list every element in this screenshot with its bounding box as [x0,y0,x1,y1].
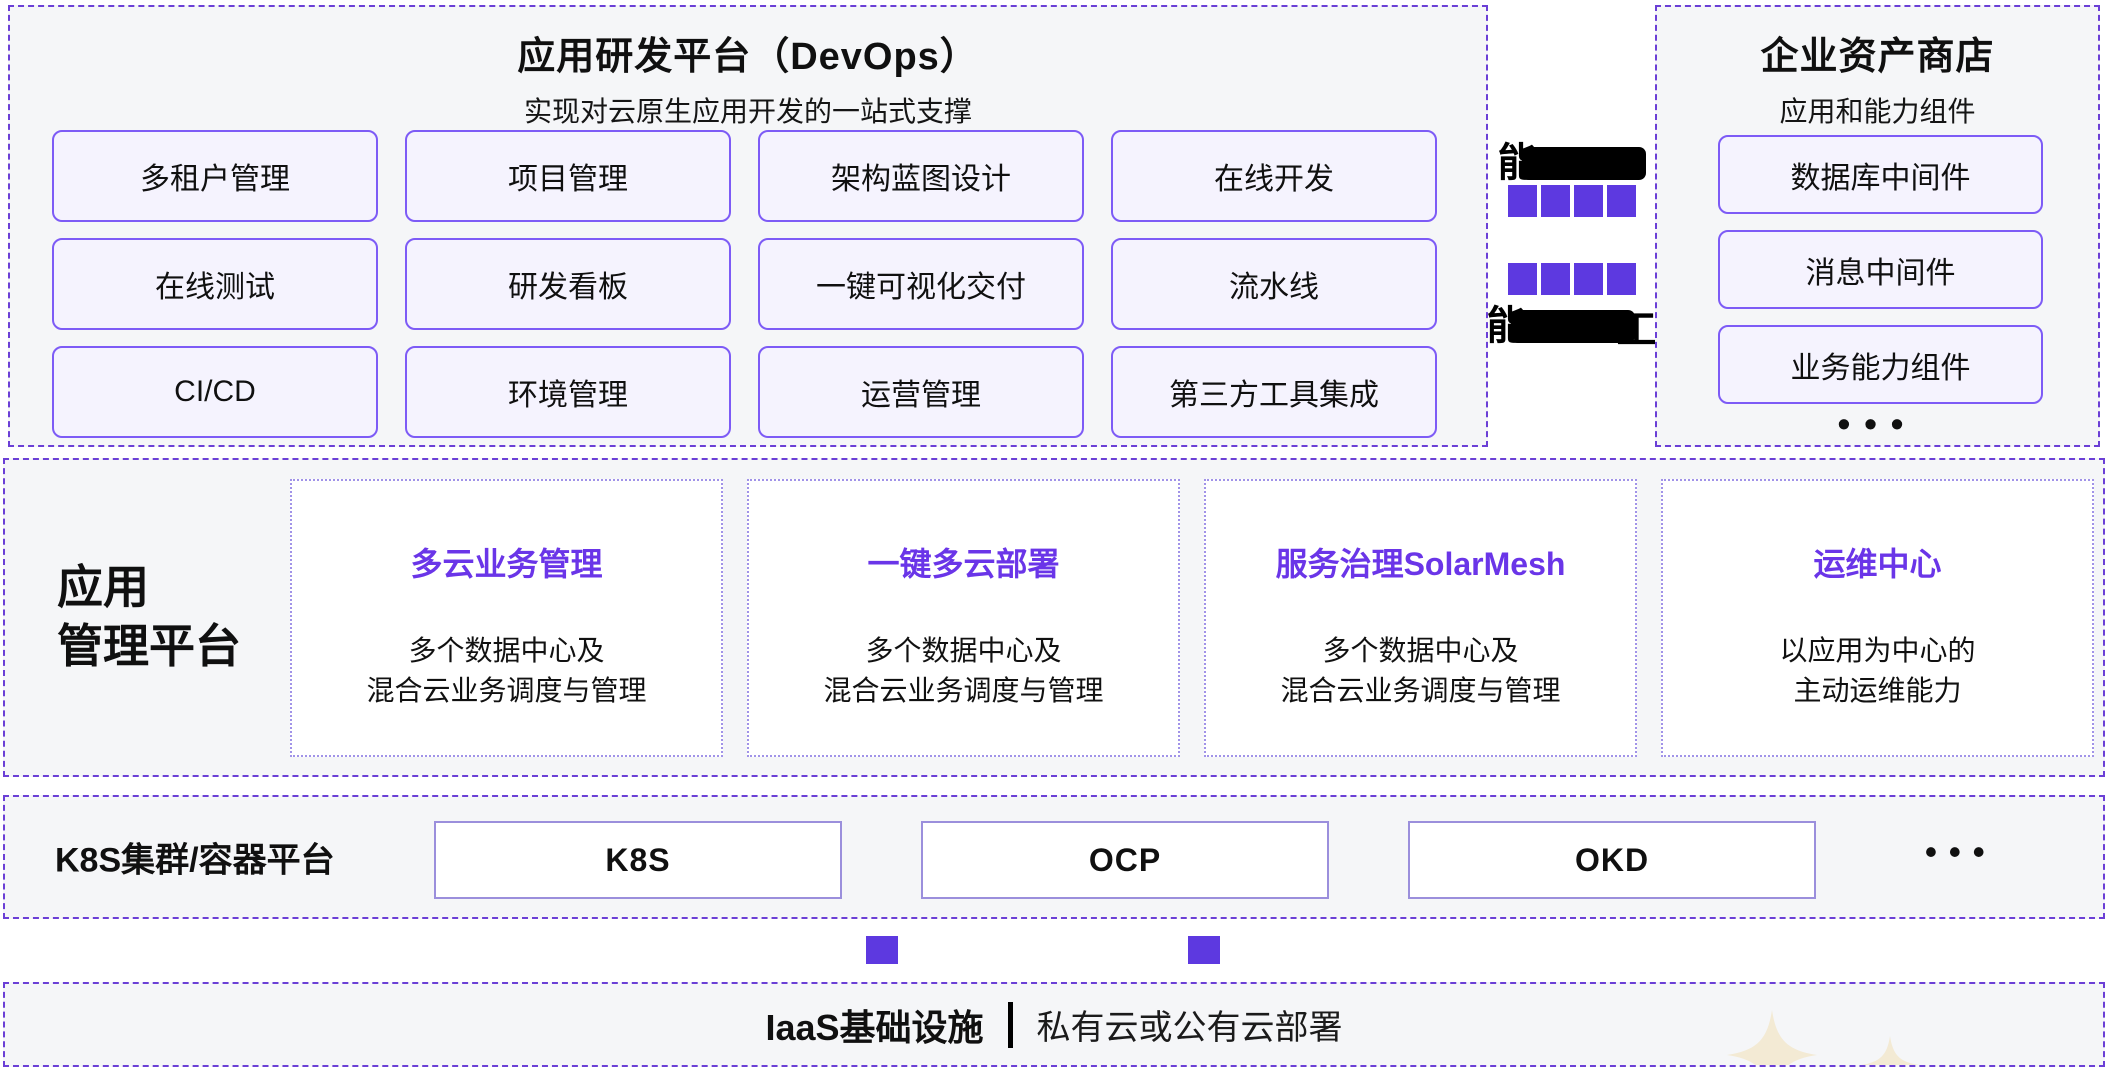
devops-feature-grid: 多租户管理 项目管理 架构蓝图设计 在线开发 在线测试 研发看板 一键可视化交付… [52,130,1437,438]
iaas-subtitle: 私有云或公有云部署 [1036,1009,1343,1047]
black-bar [1521,146,1646,180]
square-icon [1540,185,1570,217]
square-icon [1507,263,1537,295]
card-description: 以应用为中心的 主动运维能力 [1663,631,2092,711]
card-title: 多云业务管理 [410,546,603,582]
component-box-msg-middleware: 消息中间件 [1718,230,2043,309]
feature-box-multi-tenant: 多租户管理 [52,130,378,222]
devops-panel: 应用研发平台（DevOps） 实现对云原生应用开发的一站式支撑 多租户管理 项目… [8,5,1488,447]
feature-box-cicd: CI/CD [52,346,378,438]
square-icon [1606,263,1636,295]
sparkle-icon [1861,1036,1919,1065]
card-desc-line: 多个数据中心及 [408,635,605,666]
feature-box-pipeline: 流水线 [1111,238,1437,330]
store-component-list: 数据库中间件 消息中间件 业务能力组件 [1718,135,2043,404]
square-icon [1573,185,1603,217]
card-desc-line: 主动运维能力 [1793,674,1962,706]
component-box-biz-capability: 业务能力组件 [1718,325,2043,404]
store-panel-subtitle: 应用和能力组件 [1779,96,1976,127]
connector-square-icon [866,936,898,964]
card-desc-line: 混合云业务调度与管理 [1280,674,1561,706]
sparkle-icon [1727,1010,1817,1065]
feature-box-online-dev: 在线开发 [1111,130,1437,222]
card-desc-line: 混合云业务调度与管理 [366,674,647,706]
feature-box-project-mgmt: 项目管理 [405,130,731,222]
capability-import-label: 能 工 [1487,306,1657,350]
iaas-title: IaaS基础设施 [765,1006,984,1048]
card-desc-line: 混合云业务调度与管理 [823,674,1104,706]
card-desc-line: 以应用为中心的 [1779,635,1976,666]
square-icon [1507,185,1537,217]
connector-square-icon [1188,936,1220,964]
iaas-band: IaaS基础设施 私有云或公有云部署 [3,982,2105,1067]
feature-box-blueprint: 架构蓝图设计 [758,130,1084,222]
card-description: 多个数据中心及 混合云业务调度与管理 [1206,631,1635,711]
platform-box-k8s: K8S [434,821,842,899]
app-management-cards: 多云业务管理 多个数据中心及 混合云业务调度与管理 一键多云部署 多个数据中心及… [290,479,2094,757]
feature-box-ops-mgmt: 运营管理 [758,346,1084,438]
asset-store-panel: 企业资产商店 应用和能力组件 数据库中间件 消息中间件 业务能力组件 ••• [1655,5,2100,447]
app-management-label-line1: 应用 [57,560,149,613]
k8s-band-label: K8S集群/容器平台 [55,841,335,880]
platform-box-ocp: OCP [921,821,1329,899]
arrow-squares-down [1507,185,1636,217]
square-icon [1573,263,1603,295]
square-icon [1606,185,1636,217]
card-desc-line: 多个数据中心及 [1322,635,1519,666]
devops-panel-subtitle: 实现对云原生应用开发的一站式支撑 [523,96,972,127]
feature-box-visual-deliver: 一键可视化交付 [758,238,1084,330]
capability-label-suffix: 工 [1616,308,1657,352]
feature-box-3rd-party: 第三方工具集成 [1111,346,1437,438]
more-ellipsis: ••• [1837,403,1918,444]
square-icon [1540,263,1570,295]
card-description: 多个数据中心及 混合云业务调度与管理 [749,631,1178,711]
card-title: 运维中心 [1813,546,1942,582]
iaas-text-row: IaaS基础设施 私有云或公有云部署 [5,999,2103,1051]
card-title: 一键多云部署 [867,546,1060,582]
card-multicloud-business: 多云业务管理 多个数据中心及 混合云业务调度与管理 [290,479,723,757]
app-management-label-line2: 管理平台 [57,620,241,673]
card-service-governance: 服务治理SolarMesh 多个数据中心及 混合云业务调度与管理 [1204,479,1637,757]
feature-box-dev-kanban: 研发看板 [405,238,731,330]
component-box-db-middleware: 数据库中间件 [1718,135,2043,214]
divider [1007,1001,1013,1048]
card-title: 服务治理SolarMesh [1275,546,1566,582]
store-panel-title: 企业资产商店 [1760,36,1995,78]
card-one-click-deploy: 一键多云部署 多个数据中心及 混合云业务调度与管理 [747,479,1180,757]
capability-flow: 能 能 工 [1487,5,1657,447]
app-management-band: 应用 管理平台 多云业务管理 多个数据中心及 混合云业务调度与管理 一键多云部署… [3,458,2105,777]
capability-export-label: 能 [1498,143,1646,183]
black-bar [1510,309,1635,343]
card-ops-center: 运维中心 以应用为中心的 主动运维能力 [1661,479,2094,757]
more-ellipsis: ••• [1925,833,1997,872]
feature-box-env-mgmt: 环境管理 [405,346,731,438]
feature-box-online-test: 在线测试 [52,238,378,330]
card-description: 多个数据中心及 混合云业务调度与管理 [292,631,721,711]
app-management-label: 应用 管理平台 [57,558,241,678]
platform-box-okd: OKD [1408,821,1816,899]
arrow-squares-up [1507,263,1636,295]
card-desc-line: 多个数据中心及 [865,635,1062,666]
k8s-cluster-band: K8S集群/容器平台 K8S OCP OKD ••• [3,795,2105,919]
devops-panel-title: 应用研发平台（DevOps） [517,36,979,78]
